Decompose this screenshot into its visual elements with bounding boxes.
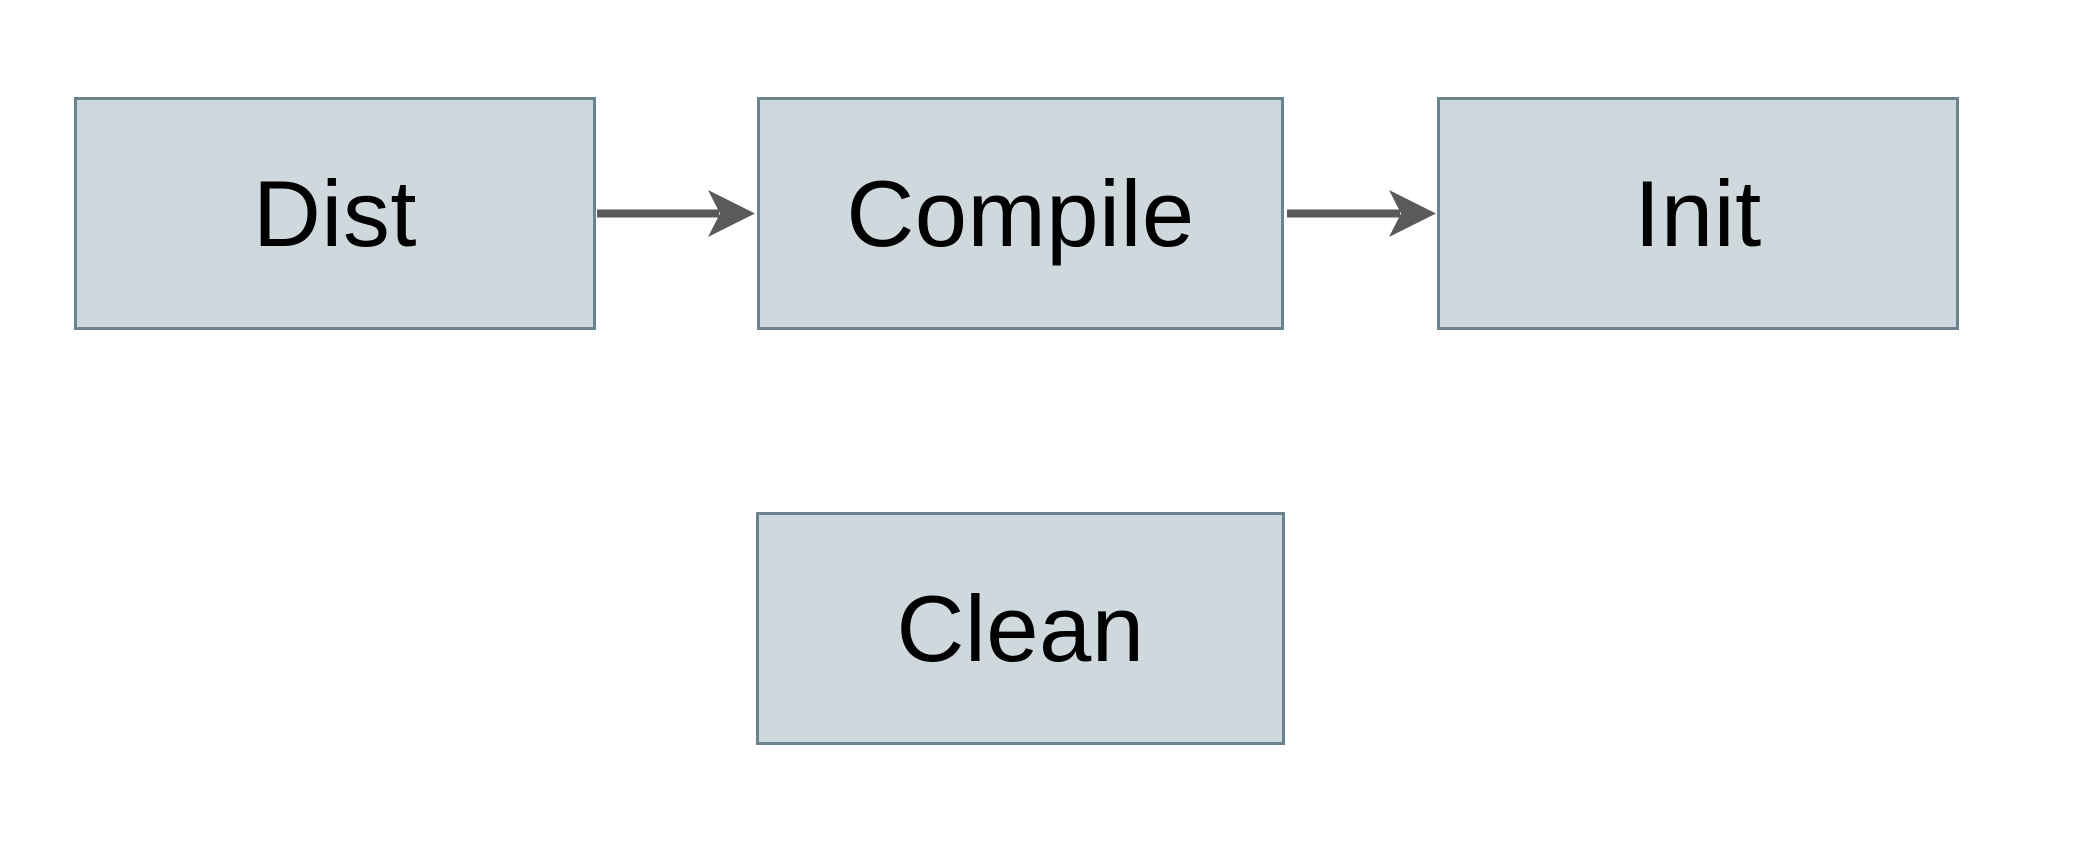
node-compile[interactable]: Compile: [757, 97, 1284, 330]
node-clean[interactable]: Clean: [756, 512, 1285, 745]
arrow-head-icon: [1389, 190, 1436, 237]
node-clean-label: Clean: [896, 575, 1145, 681]
node-dist-label: Dist: [253, 160, 417, 266]
arrow-head-icon: [708, 190, 755, 237]
arrow-dist-to-compile[interactable]: [597, 190, 755, 237]
node-compile-label: Compile: [846, 160, 1195, 266]
arrow-compile-to-init[interactable]: [1287, 190, 1436, 237]
node-dist[interactable]: Dist: [74, 97, 596, 330]
node-init-label: Init: [1634, 160, 1762, 266]
node-init[interactable]: Init: [1437, 97, 1959, 330]
